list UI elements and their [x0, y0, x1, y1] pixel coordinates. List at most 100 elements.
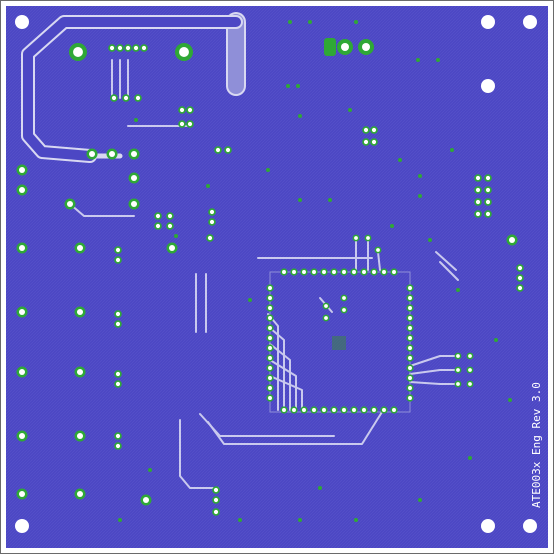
through-hole-pad-drill — [18, 166, 26, 174]
through-hole-pad-drill — [18, 432, 26, 440]
qfp-pin-right-drill — [408, 336, 412, 340]
smd-pad-drill — [133, 45, 139, 51]
through-hole-pad-drill — [508, 236, 516, 244]
qfp-pin-top-drill — [382, 270, 386, 274]
through-hole-pad-drill — [76, 490, 84, 498]
qfp-pin-top-drill — [362, 270, 366, 274]
smd-pad-drill — [115, 247, 121, 253]
smd-pad-drill — [187, 107, 193, 113]
qfp-pin-top-drill — [282, 270, 286, 274]
qfp-pin-left-drill — [268, 346, 272, 350]
component-pad-drill — [366, 236, 370, 240]
smd-pad-drill — [213, 497, 219, 503]
smd-pad-drill — [371, 139, 377, 145]
qfp-pin-left-drill — [268, 326, 272, 330]
smd-pad-drill — [115, 433, 121, 439]
through-hole-pad-drill — [18, 244, 26, 252]
via — [456, 288, 460, 292]
smd-pad-drill — [475, 175, 481, 181]
component-pad-drill — [456, 368, 460, 372]
mounting-hole — [481, 519, 495, 533]
qfp-pin-left-drill — [268, 396, 272, 400]
mounting-hole — [15, 15, 29, 29]
smd-pad-drill — [475, 187, 481, 193]
qfp-pin-bottom-drill — [292, 408, 296, 412]
mounting-hole — [15, 519, 29, 533]
smd-pad-drill — [363, 139, 369, 145]
via — [308, 20, 312, 24]
component-pad-drill — [468, 368, 472, 372]
smd-pad-drill — [209, 219, 215, 225]
smd-pad-drill — [125, 45, 131, 51]
qfp-pin-left-drill — [268, 306, 272, 310]
through-hole-pad-drill — [18, 186, 26, 194]
qfp-pin-left-drill — [268, 316, 272, 320]
via — [266, 168, 270, 172]
via — [148, 468, 152, 472]
qfp-pin-top-drill — [302, 270, 306, 274]
component-pad-drill — [456, 354, 460, 358]
through-hole-pad-drill — [142, 496, 150, 504]
smd-pad-drill — [123, 95, 129, 101]
via — [390, 224, 394, 228]
qfp-pin-bottom-drill — [382, 408, 386, 412]
smd-pad-drill — [371, 127, 377, 133]
via — [298, 114, 302, 118]
smd-pad-drill — [155, 213, 161, 219]
via — [418, 194, 422, 198]
smd-pad-drill — [115, 443, 121, 449]
qfp-pin-left-drill — [268, 376, 272, 380]
smd-pad-drill — [167, 213, 173, 219]
through-hole-pad-drill — [130, 200, 138, 208]
through-hole-pad-drill — [130, 150, 138, 158]
via — [118, 518, 122, 522]
qfp-pin-left-drill — [268, 336, 272, 340]
smd-pad-drill — [225, 147, 231, 153]
via — [286, 84, 290, 88]
through-hole-pad-drill — [76, 432, 84, 440]
through-hole-pad-drill — [76, 368, 84, 376]
smd-pad-drill — [485, 175, 491, 181]
qfp-pin-right-drill — [408, 376, 412, 380]
qfp-pin-left-drill — [268, 356, 272, 360]
via — [298, 518, 302, 522]
component-pad-drill — [376, 248, 380, 252]
qfp-pin-bottom-drill — [332, 408, 336, 412]
smd-pad-drill — [115, 257, 121, 263]
signal-traces — [69, 59, 459, 489]
smd-pad-drill — [213, 509, 219, 515]
pads-layer — [15, 15, 537, 533]
qfp-pin-left-drill — [268, 296, 272, 300]
through-hole-pad-drill — [88, 150, 96, 158]
qfp-pin-top-drill — [342, 270, 346, 274]
smd-pad-drill — [135, 95, 141, 101]
through-hole-pad-drill — [76, 244, 84, 252]
smd-pad-drill — [109, 45, 115, 51]
qfp-pin-bottom-drill — [302, 408, 306, 412]
through-hole-pad-drill — [18, 308, 26, 316]
smd-pad-drill — [475, 211, 481, 217]
qfp-pin-bottom-drill — [282, 408, 286, 412]
smd-pad-drill — [363, 127, 369, 133]
qfp-pin-right-drill — [408, 366, 412, 370]
mounting-hole — [481, 15, 495, 29]
component-pad-drill — [324, 316, 328, 320]
qfp-pin-bottom-drill — [322, 408, 326, 412]
qfp-pin-top-drill — [372, 270, 376, 274]
smd-pad-drill — [115, 371, 121, 377]
via — [398, 158, 402, 162]
smd-pad-drill — [179, 107, 185, 113]
qfp-pin-right-drill — [408, 356, 412, 360]
component-pad-drill — [324, 304, 328, 308]
via — [318, 486, 322, 490]
smd-pad-drill — [485, 187, 491, 193]
connector-pad-drill — [179, 47, 189, 57]
smd-pad-drill — [517, 265, 523, 271]
via — [206, 184, 210, 188]
board-label: ATE003x Eng Rev 3.0 — [530, 382, 543, 508]
qfp-pin-top-drill — [352, 270, 356, 274]
via — [450, 148, 454, 152]
via — [508, 398, 512, 402]
smd-pad-drill — [485, 211, 491, 217]
smd-pad-drill — [117, 45, 123, 51]
